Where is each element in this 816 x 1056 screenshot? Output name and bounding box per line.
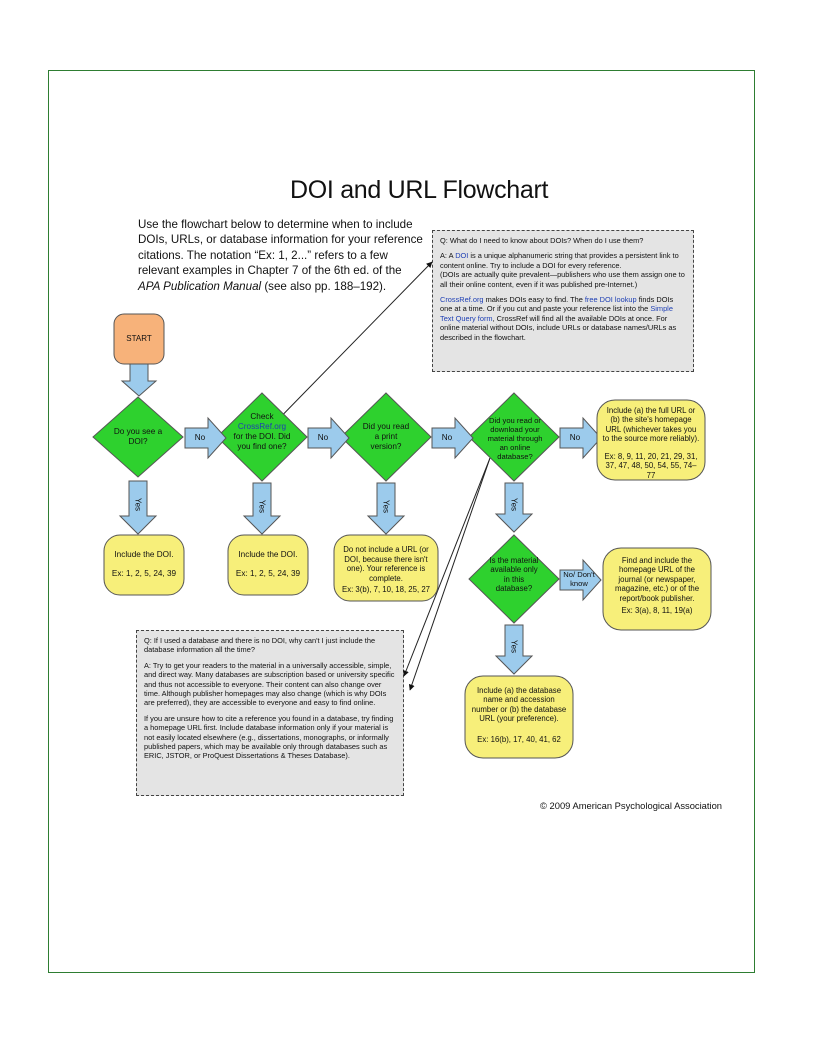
yes-arrow-3 [366,482,406,535]
database-faq-tip: If you are unsure how to cite a referenc… [144,713,394,761]
free-doi-lookup-link[interactable]: free DOI lookup [584,295,637,305]
outcome-url-text: Include (a) the full URL or (b) the site… [602,406,700,444]
no-arrow-1 [184,416,227,460]
doi-faq-a-note: (DOIs are actually quite prevalent—publi… [440,270,685,289]
outcome-database-name [464,675,574,759]
check-crossref-link[interactable]: CrossRef.org [237,422,287,431]
outcome-doi-2-text: Include the DOI. [238,550,298,559]
simple-text-query-link[interactable]: Simple Text Query form [440,304,673,323]
decision-only-database-label: Is the material available only in this d… [489,556,539,594]
yes-label-1: Yes [133,497,143,512]
outcome-doi-1-text: Include the DOI. [114,550,174,559]
intro-part2: (see also pp. 188–192). [261,279,387,293]
connector-to-doi-faq [264,261,433,434]
doi-faq-box: Q: What do I need to know about DOIs? Wh… [432,230,694,372]
outcome-journal-ex: Ex: 3(a), 8, 11, 19(a) [621,606,693,615]
simple-rest: , CrossRef will find all the available D… [440,313,677,342]
copyright-notice: © 2009 American Psychological Associatio… [540,800,723,811]
yes-arrow-5 [494,624,534,675]
database-faq-box: Q: If I used a database and there is no … [136,630,404,796]
outcome-url-ex: Ex: 8, 9, 11, 20, 21, 29, 31, 37, 47, 48… [604,452,698,480]
doi-faq-a-prefix: A: A [440,251,456,261]
intro-italic: APA Publication Manual [138,279,262,293]
yes-arrow-2 [242,482,282,535]
no-dont-know-label: No/ Don't know [563,570,595,588]
doi-faq-a-rest: is a unique alphanumeric string that pro… [440,251,679,270]
outcome-print-text: Do not include a URL (or DOI, because th… [343,545,429,583]
outcome-doi-2-ex: Ex: 1, 2, 5, 24, 39 [235,569,301,578]
decision-see-doi-label: Do you see a DOI? [113,427,163,446]
no-label-3: No [441,433,453,442]
doi-link[interactable]: DOI [455,251,469,261]
crossref-link[interactable]: CrossRef.org [440,295,484,305]
decision-online-database-label: Did you read or download your material t… [487,416,543,461]
no-arrow-3 [431,416,474,460]
connector-to-database-faq [408,457,491,691]
no-arrow-4 [559,416,602,460]
decision-online-database [468,392,560,482]
doi-faq-answer: A: A DOI is a unique alphanumeric string… [440,251,686,289]
no-dont-know-arrow [559,558,602,602]
outcome-doi-1-ex: Ex: 1, 2, 5, 24, 39 [111,569,177,578]
decision-see-doi [92,396,184,478]
outcome-doi-2 [227,534,309,596]
outcome-doi-1 [103,534,185,596]
yes-arrow-1 [118,480,158,535]
yes-arrow-4 [494,482,534,533]
no-label-2: No [317,433,329,442]
outcome-url [596,399,706,481]
database-faq-question: Q: If I used a database and there is no … [144,636,376,655]
intro-part1: Use the flowchart below to determine whe… [138,218,423,278]
connector-to-database-faq-2 [403,457,491,677]
yes-label-3: Yes [381,499,391,514]
intro-text: Use the flowchart below to determine whe… [138,217,423,294]
start-label: START [126,334,152,343]
check-rest: for the DOI. Did you find one? [233,432,291,451]
lookup-rest: finds DOIs one at a time. Or if you cut … [440,295,674,314]
doi-faq-crossref: CrossRef.org makes DOIs easy to find. Th… [440,295,686,342]
decision-only-database [468,534,560,624]
start-down-arrow [120,363,158,397]
yes-label-5: Yes [509,639,519,654]
database-faq-answer: A: Try to get your readers to the materi… [144,660,395,708]
outcome-print [333,534,439,602]
check-prefix: Check [250,412,274,421]
outcome-print-ex: Ex: 3(b), 7, 10, 18, 25, 27 [342,585,430,594]
page-frame [48,70,755,973]
outcome-journal [602,547,712,631]
no-label-1: No [194,433,206,442]
decision-print-version [340,392,432,482]
page-title: DOI and URL Flowchart [290,176,549,204]
crossref-mid: makes DOIs easy to find. The [483,295,585,305]
decision-print-version-label: Did you read a print version? [362,422,410,451]
outcome-journal-text: Find and include the homepage URL of the… [614,556,700,603]
no-label-4: No [569,433,581,442]
outcome-database-name-text: Include (a) the database name and access… [471,686,567,724]
yes-label-2: Yes [257,499,267,514]
no-arrow-2 [307,416,350,460]
outcome-database-name-ex: Ex: 16(b), 17, 40, 41, 62 [477,735,561,744]
yes-label-4: Yes [509,497,519,512]
doi-faq-question: Q: What do I need to know about DOIs? Wh… [440,236,644,245]
decision-check-crossref [216,392,308,482]
